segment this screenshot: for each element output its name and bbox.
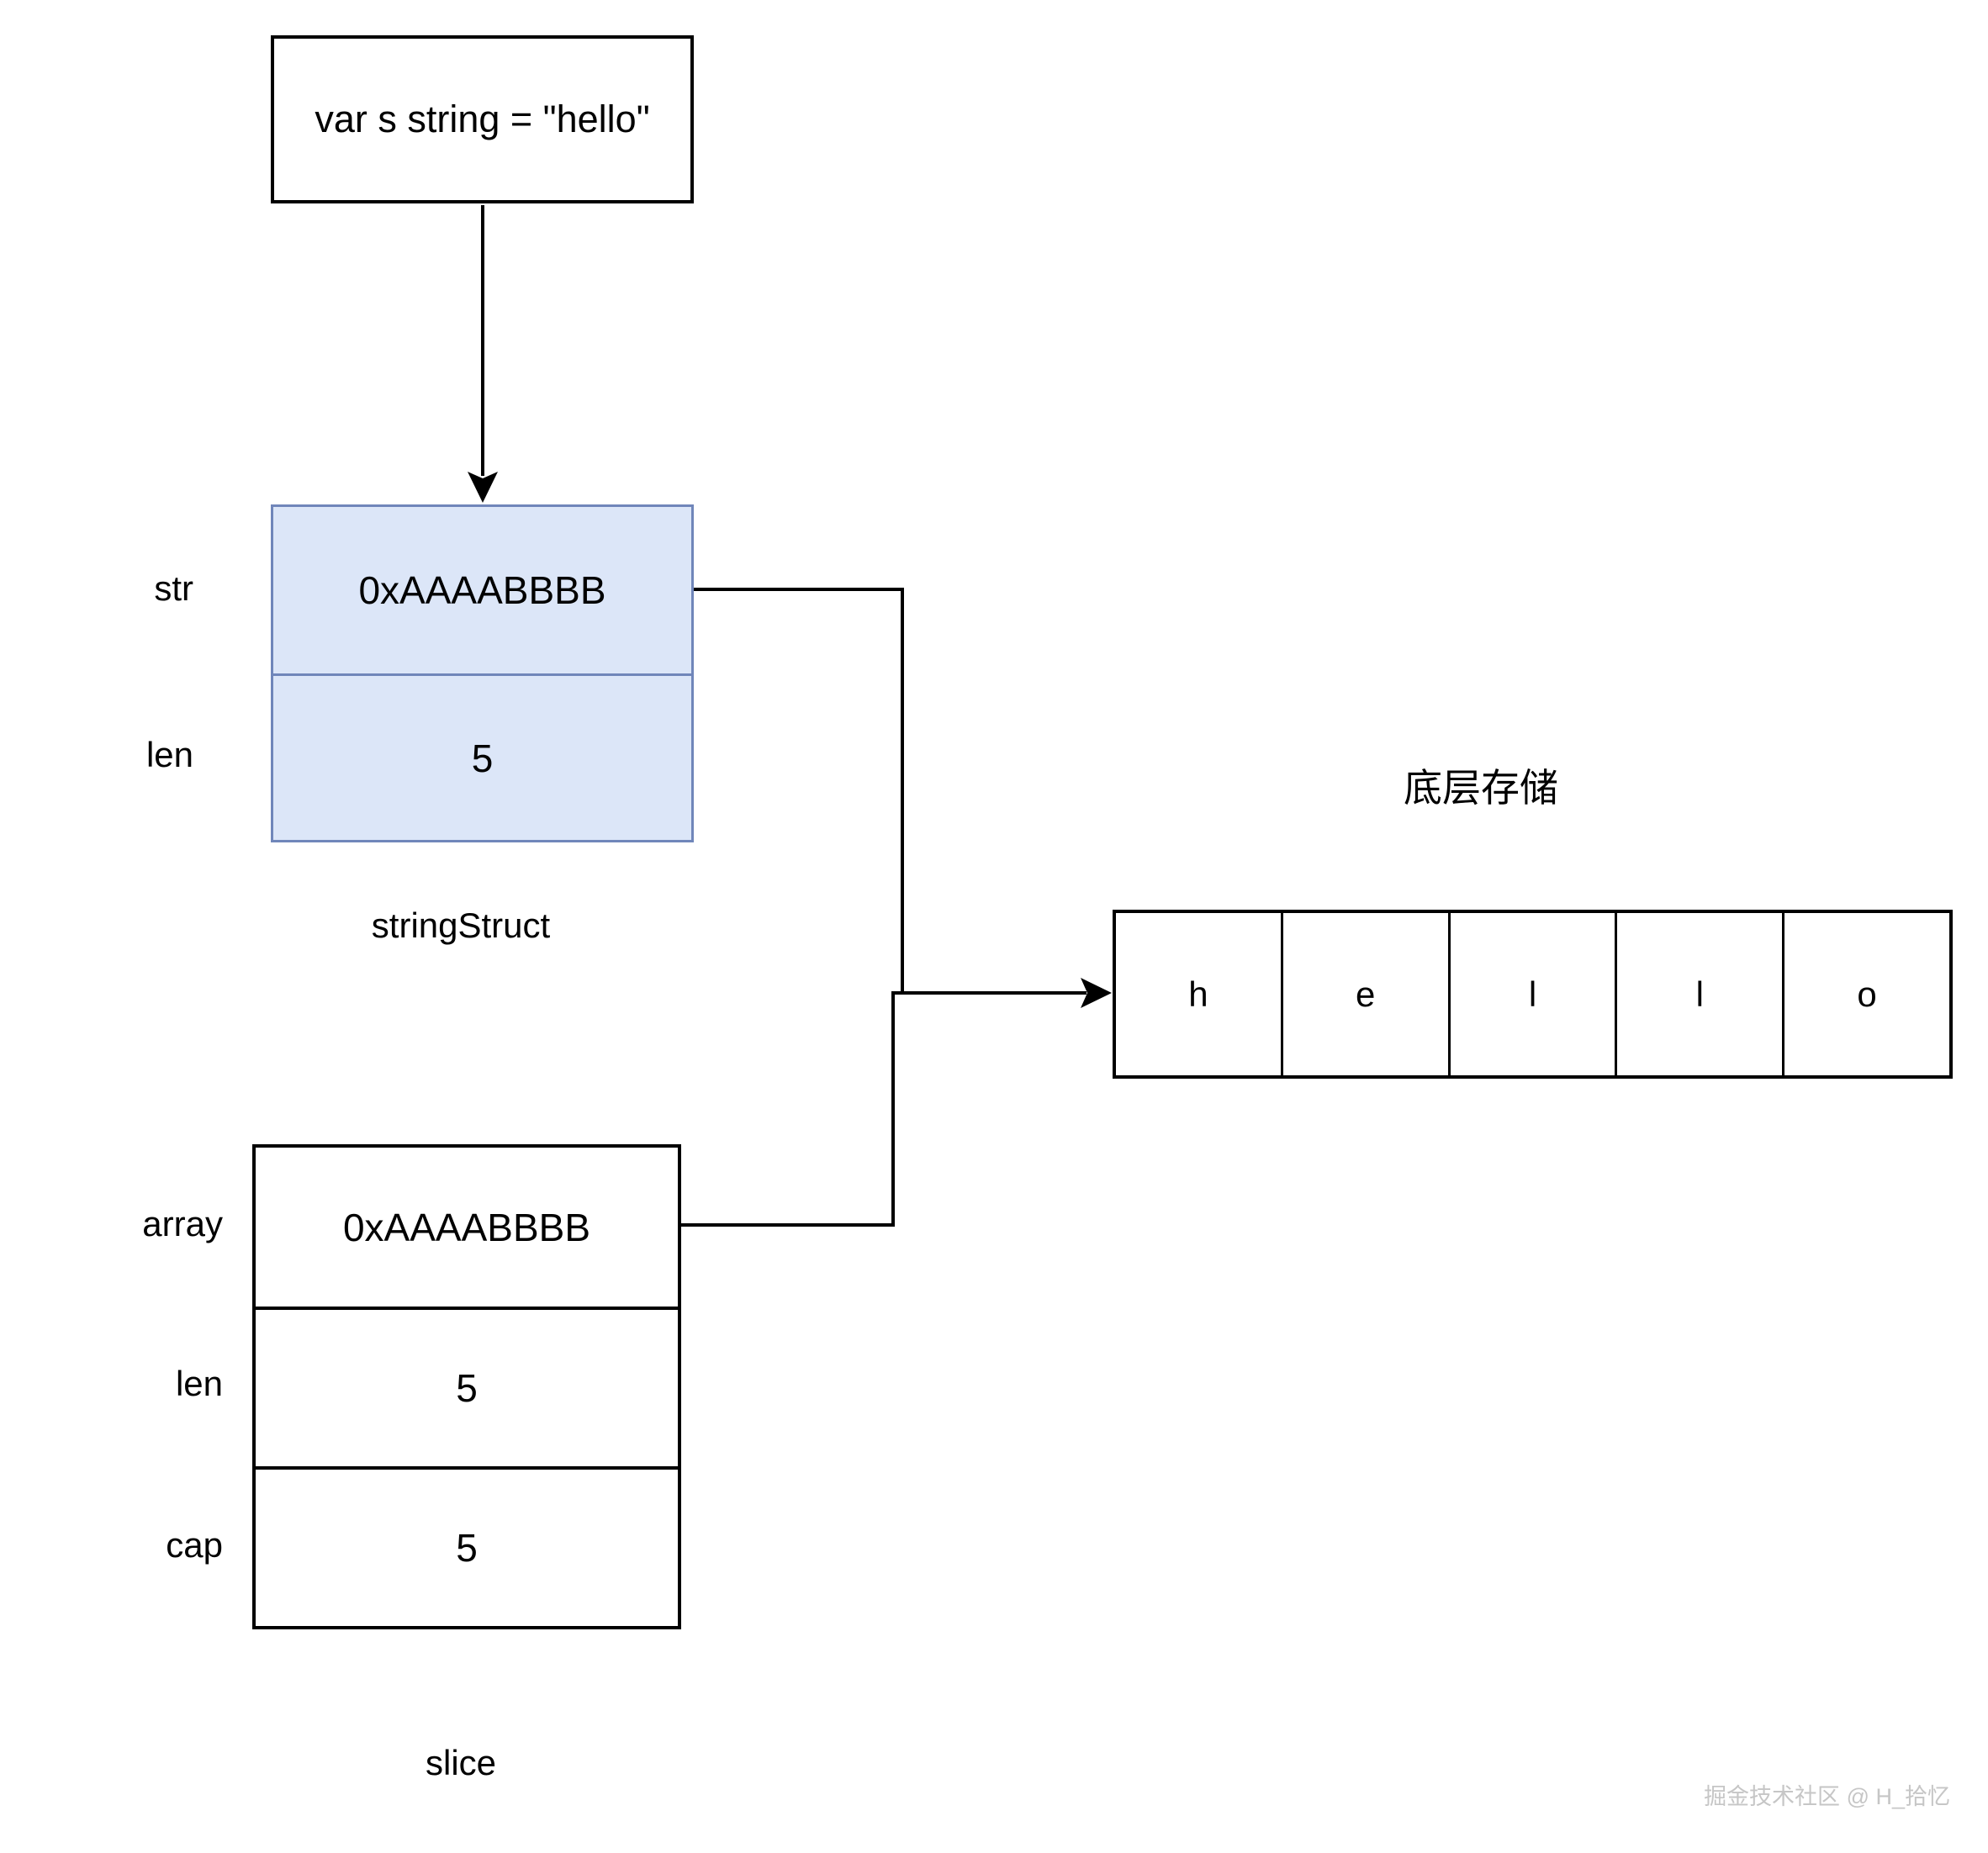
string-struct-len-label: len [145, 735, 193, 774]
storage-cell: l [1615, 913, 1782, 1075]
storage-cell-char: h [1188, 974, 1208, 1014]
storage-cell-char: o [1857, 974, 1877, 1014]
slice-array-label: array [142, 1204, 223, 1243]
string-struct-row-str: 0xAAAABBBB [273, 507, 691, 673]
storage-cells: h e l l o [1113, 910, 1953, 1079]
storage-cell: o [1782, 913, 1949, 1075]
string-struct-str-label: str [154, 568, 193, 608]
storage-cell: e [1280, 913, 1448, 1075]
slice-struct-box: 0xAAAABBBB 5 5 [252, 1144, 681, 1629]
slice-cap-label: cap [166, 1525, 223, 1565]
declaration-box: var s string = "hello" [271, 35, 694, 203]
string-struct-caption: stringStruct [371, 905, 551, 945]
string-struct-str-value: 0xAAAABBBB [358, 568, 606, 612]
slice-row-cap: 5 [256, 1466, 678, 1626]
string-struct-len-value: 5 [471, 736, 494, 780]
arrowhead-right-icon [1081, 978, 1112, 1008]
slice-array-value: 0xAAAABBBB [342, 1205, 591, 1249]
string-struct-box: 0xAAAABBBB 5 [271, 504, 694, 842]
storage-cell: l [1447, 913, 1615, 1075]
slice-row-array: 0xAAAABBBB [256, 1148, 678, 1307]
string-struct-row-len: 5 [273, 673, 691, 840]
watermark: 掘金技术社区 @ H_拾忆 [1704, 1784, 1950, 1809]
connector-str-to-storage [694, 588, 904, 993]
arrowhead-down-icon [468, 472, 498, 503]
storage-cell-char: l [1695, 974, 1704, 1014]
storage-cell-char: l [1528, 974, 1537, 1014]
storage-cell: h [1116, 913, 1281, 1075]
connector-array-to-storage [681, 978, 1112, 1227]
storage-title: 底层存储 [1404, 766, 1558, 810]
slice-row-len: 5 [256, 1307, 678, 1466]
connector-declaration-to-stringstruct [468, 205, 498, 503]
storage-cell-char: e [1356, 974, 1376, 1014]
declaration-text: var s string = "hello" [315, 98, 650, 140]
slice-caption: slice [425, 1743, 497, 1782]
slice-cap-value: 5 [456, 1526, 478, 1570]
slice-len-label: len [175, 1364, 223, 1403]
slice-len-value: 5 [456, 1366, 478, 1410]
